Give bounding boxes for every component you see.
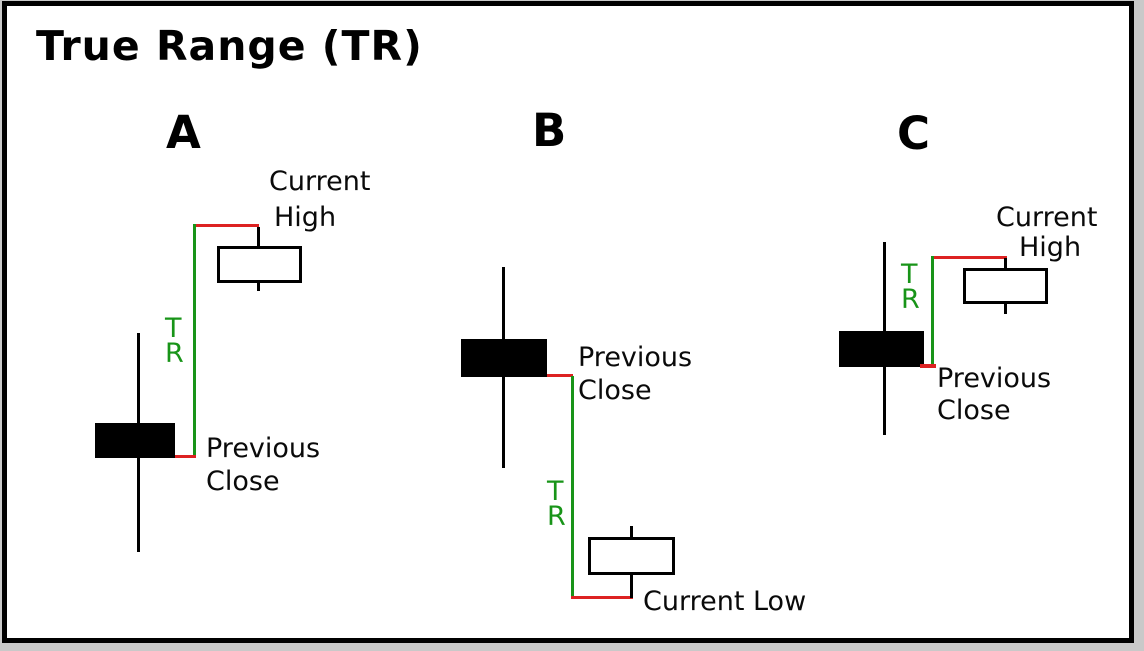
panel-c-current-high-line1: Current: [996, 202, 1098, 233]
panel-c-tr-line: [931, 256, 934, 367]
panel-a-current-high-marker: [196, 224, 259, 227]
panel-b-previous-close-line1: Previous: [578, 342, 693, 373]
panel-b-current-candle-body: [588, 537, 675, 575]
panel-c-previous-close-marker: [920, 364, 936, 368]
panel-a-current-high-line1: Current: [269, 166, 371, 197]
panel-c-tr-label: TR: [901, 259, 920, 315]
panel-b-current-candle-lower-wick: [630, 575, 633, 598]
panel-c-previous-close-line2: Close: [937, 395, 1011, 426]
panel-a-label: A: [166, 106, 201, 159]
panel-b-tr-line: [571, 376, 574, 598]
panel-a-previous-candle-body: [95, 423, 175, 458]
diagram-border: [2, 1, 1134, 643]
panel-a-tr-line: [193, 224, 196, 458]
panel-b-previous-close-line2: Close: [578, 375, 652, 406]
panel-b-previous-close-marker: [547, 374, 573, 377]
panel-b-current-candle-upper-wick: [630, 526, 633, 537]
panel-c-current-candle-upper-wick: [1004, 258, 1007, 268]
panel-a-current-candle-lower-wick: [257, 283, 260, 291]
panel-a-previous-close-marker: [175, 455, 196, 458]
panel-b-label: B: [532, 104, 567, 157]
panel-a-current-high-line2: High: [274, 202, 337, 233]
panel-c-previous-close-line1: Previous: [937, 363, 1052, 394]
panel-b-current-low-label: Current Low: [643, 586, 807, 617]
page-title: True Range (TR): [36, 22, 423, 70]
panel-c-current-candle-body: [963, 268, 1048, 304]
panel-a-current-candle-body: [217, 246, 302, 283]
panel-b-previous-candle-body: [461, 339, 547, 377]
panel-a-current-candle-upper-wick: [257, 227, 260, 246]
panel-a-previous-close-line1: Previous: [206, 433, 321, 464]
panel-c-previous-candle-body: [839, 331, 924, 367]
panel-a-tr-label: TR: [165, 313, 184, 369]
panel-a-previous-close-line2: Close: [206, 466, 280, 497]
panel-c-label: C: [897, 107, 931, 160]
panel-c-current-high-marker: [933, 256, 1007, 259]
panel-c-current-candle-lower-wick: [1004, 304, 1007, 314]
panel-b-current-low-marker: [571, 596, 633, 599]
panel-b-tr-label: TR: [547, 476, 566, 532]
panel-c-current-high-line2: High: [1019, 232, 1082, 263]
